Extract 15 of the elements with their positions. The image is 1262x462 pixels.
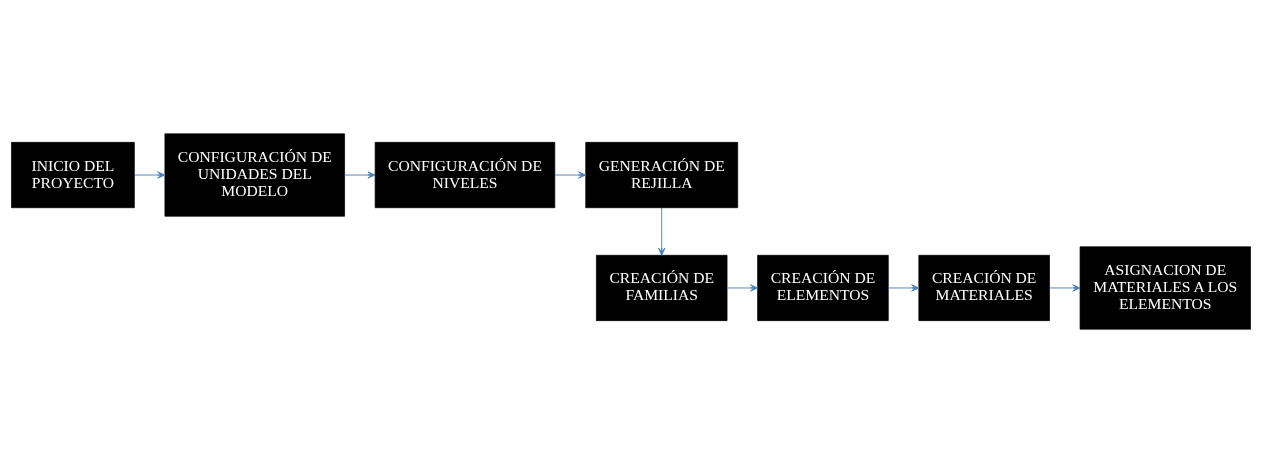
node-box: GENERACIÓN DE REJILLA — [585, 141, 739, 208]
arrow — [1049, 283, 1081, 292]
arrow — [344, 170, 376, 179]
node-box: ASIGNACION DE MATERIALES A LOS ELEMENTOS — [1079, 245, 1251, 329]
arrow — [726, 283, 758, 292]
node-box: CREACIÓN DE MATERIALES — [918, 254, 1050, 321]
node-box: CONFIGURACIÓN DE NIVELES — [374, 141, 556, 208]
arrow — [658, 207, 666, 256]
node-box: CREACIÓN DE ELEMENTOS — [757, 254, 889, 321]
arrow — [888, 283, 920, 292]
node-box: CONFIGURACIÓN DE UNIDADES DEL MODELO — [164, 133, 345, 217]
arrow — [554, 170, 587, 179]
node-box: INICIO DEL PROYECTO — [11, 141, 135, 208]
node-box: CREACIÓN DE FAMILIAS — [596, 254, 728, 321]
arrow — [134, 170, 166, 179]
